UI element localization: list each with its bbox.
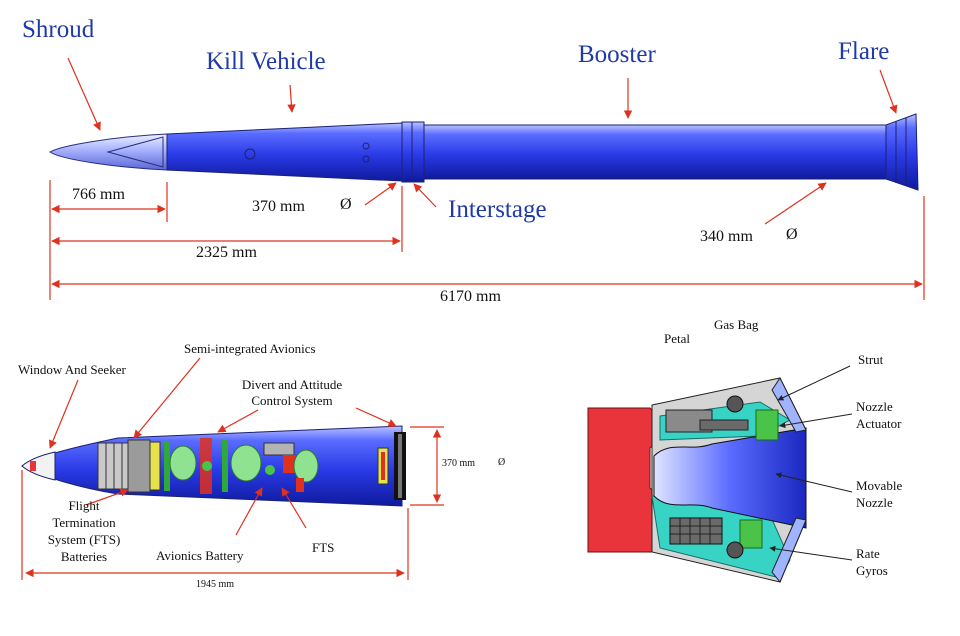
kv-dimension-lines: [21, 426, 444, 580]
interstage-shape: [401, 121, 425, 183]
window-seeker-label: Window And Seeker: [18, 362, 126, 377]
dacs-line2: Control System: [251, 393, 333, 408]
kv-dim-1945-label: 1945 mm: [196, 579, 235, 590]
avionics-battery-label: Avionics Battery: [156, 548, 244, 563]
rate-gyros-line1: Rate: [856, 546, 880, 561]
dim-766-label: 766 mm: [72, 186, 125, 203]
movable-nozzle-line1: Movable: [856, 478, 903, 493]
fts-batteries-line2: Termination: [52, 515, 116, 530]
dim-370-label: 370 mm: [252, 198, 305, 215]
dacs-line1: Divert and Attitude: [241, 377, 343, 392]
missile-profile: [49, 113, 919, 191]
fts-label: FTS: [312, 540, 335, 555]
dim-2325-label: 2325 mm: [196, 244, 257, 261]
rate-gyros-label: Rate Gyros: [856, 545, 888, 579]
movable-nozzle-line2: Nozzle: [856, 495, 893, 510]
fts-batteries-line3: System (FTS): [47, 532, 121, 547]
kill-vehicle-cutaway: [21, 425, 406, 507]
kv-leader-arrows: [48, 357, 397, 536]
interstage-label: Interstage: [448, 196, 547, 223]
diameter-symbol-340: Ø: [786, 226, 798, 243]
fts-batteries-line4: Batteries: [60, 549, 108, 564]
diameter-symbol-370: Ø: [340, 196, 352, 213]
flare-label: Flare: [838, 38, 890, 65]
nozzle-actuator-line1: Nozzle: [856, 399, 893, 414]
strut-label: Strut: [858, 352, 884, 367]
booster-shape: [423, 124, 887, 180]
kv-dim-370-label: 370 mm: [442, 458, 476, 469]
nozzle-actuator-label: Nozzle Actuator: [856, 398, 901, 432]
nozzle-actuator-line2: Actuator: [856, 416, 902, 431]
kill-vehicle-shape: [166, 122, 403, 182]
shroud-label: Shroud: [22, 16, 95, 43]
nozzle-leader-arrows: [769, 365, 853, 561]
booster-label: Booster: [578, 41, 656, 68]
fts-batteries-label: Flight Termination System (FTS) Batterie…: [34, 497, 134, 565]
semi-avionics-label: Semi-integrated Avionics: [184, 341, 316, 356]
flare-shape: [885, 113, 919, 191]
rate-gyros-line2: Gyros: [856, 563, 888, 578]
kv-diameter-symbol: Ø: [498, 457, 506, 468]
fts-batteries-line1: Flight: [68, 498, 100, 513]
dacs-label: Divert and Attitude Control System: [232, 377, 352, 409]
dim-6170-label: 6170 mm: [440, 288, 501, 305]
dimension-lines: [49, 180, 925, 300]
kill-vehicle-label: Kill Vehicle: [206, 48, 326, 75]
dim-340-label: 340 mm: [700, 228, 753, 245]
top-leader-arrows: [67, 57, 898, 225]
gas-bag-label: Gas Bag: [714, 317, 759, 332]
nozzle-cutaway: [587, 377, 807, 583]
movable-nozzle-label: Movable Nozzle: [856, 477, 902, 511]
petal-label: Petal: [664, 331, 690, 346]
